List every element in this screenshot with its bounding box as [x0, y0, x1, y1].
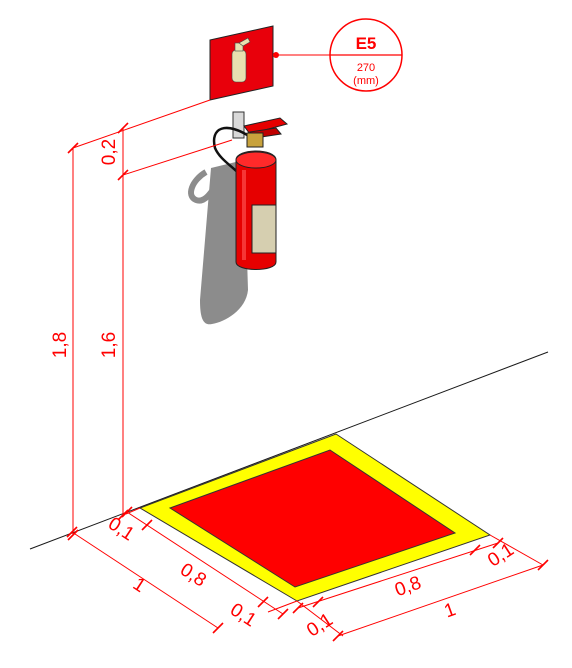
dim-total-height: 1,8	[50, 332, 71, 358]
floor-marking-inner	[168, 449, 457, 588]
dim-left-total: 1	[129, 574, 149, 597]
dim-handle-height: 1,6	[99, 332, 120, 358]
sign-code: E5	[356, 34, 377, 53]
dim-right-inner: 0,8	[392, 572, 424, 601]
sign-unit: (mm)	[353, 75, 379, 87]
dim-right-border-left: 0,1	[303, 609, 337, 641]
dim-left-border-bottom: 0,1	[226, 599, 260, 631]
vertical-dimensions	[67, 99, 233, 541]
dim-left-border-top: 0,1	[104, 513, 138, 545]
extinguisher-label	[251, 204, 277, 254]
left-dimensions	[66, 506, 298, 634]
dim-right-total: 1	[442, 599, 459, 622]
wall-floor-edge	[29, 351, 549, 550]
dim-left-inner: 0,8	[176, 559, 210, 591]
extinguisher-hose-icon	[212, 126, 253, 176]
dim-right-border-right: 0,1	[484, 539, 518, 571]
fire-extinguisher	[212, 111, 289, 270]
floor-marking	[138, 433, 492, 602]
wall-bracket	[232, 111, 245, 139]
fire-extinguisher-sign: E5 270 (mm)	[209, 18, 403, 101]
sign-code-badge: E5 270 (mm)	[329, 18, 403, 92]
extinguisher-symbol-icon	[231, 37, 251, 83]
sign-size: 270	[357, 62, 375, 74]
dim-sign-gap: 0,2	[99, 139, 120, 165]
right-dimensions	[292, 534, 549, 642]
